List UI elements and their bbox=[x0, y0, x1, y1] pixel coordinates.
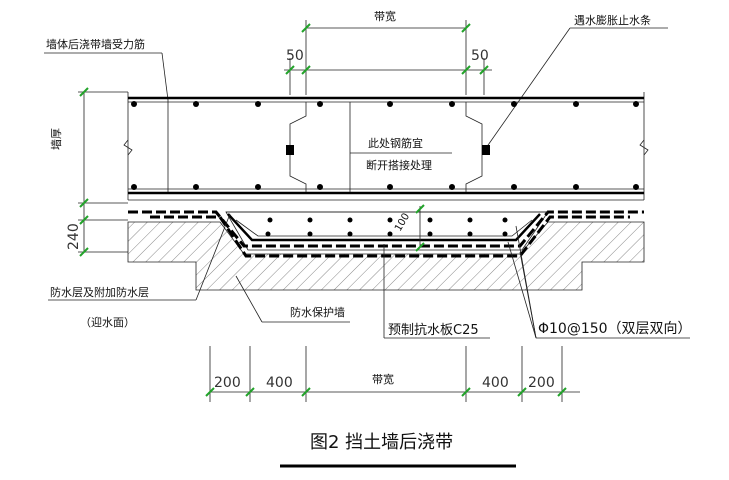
wall-section: 此处钢筋宜 断开搭接处理 bbox=[123, 92, 649, 201]
rebar-note-line2: 断开搭接处理 bbox=[366, 158, 432, 172]
top-dim-50-left: 50 bbox=[286, 48, 304, 64]
top-dimension: 带宽 50 50 bbox=[284, 9, 492, 95]
bottom-dim-200-right: 200 bbox=[528, 375, 555, 391]
protect-wall-label: 防水保护墙 bbox=[290, 305, 345, 319]
leader-waterproof-layer: 防水层及附加防水层 （迎水面） bbox=[48, 213, 231, 329]
leader-precast-plate: 预制抗水板C25 bbox=[383, 244, 490, 339]
waterproof-layer-label: 防水层及附加防水层 bbox=[50, 285, 149, 299]
precast-plate-label: 预制抗水板C25 bbox=[388, 323, 479, 338]
top-band-width-label: 带宽 bbox=[374, 9, 396, 23]
leader-rebar-spec: Φ10@150（双层双向） bbox=[507, 225, 692, 339]
leader-protect-wall: 防水保护墙 bbox=[235, 275, 350, 323]
wall-rebar-label: 墙体后浇带墙受力筋 bbox=[46, 37, 145, 51]
bottom-dim-200-left: 200 bbox=[214, 375, 241, 391]
dim-240: 240 bbox=[66, 223, 82, 250]
rebar-note-line1: 此处钢筋宜 bbox=[368, 136, 423, 150]
water-side-label: （迎水面） bbox=[80, 316, 135, 329]
wall-thickness-label: 墙厚 bbox=[49, 128, 63, 150]
water-stop-label: 遇水膨胀止水条 bbox=[574, 13, 651, 27]
bottom-band-width-label: 带宽 bbox=[372, 372, 394, 386]
leader-water-stop: 遇水膨胀止水条 bbox=[485, 13, 668, 149]
leader-wall-rebar: 墙体后浇带墙受力筋 bbox=[44, 37, 169, 192]
top-dim-50-right: 50 bbox=[471, 48, 489, 64]
figure-title: 图2 挡土墙后浇带 bbox=[280, 432, 516, 468]
bottom-dim-400-left: 400 bbox=[266, 375, 293, 391]
protective-wall bbox=[127, 211, 645, 291]
bottom-dimension: 200 400 带宽 400 200 bbox=[205, 346, 580, 402]
rebar-spec-label: Φ10@150（双层双向） bbox=[538, 321, 692, 337]
title-text: 图2 挡土墙后浇带 bbox=[310, 432, 453, 453]
left-dimension: 墙厚 240 bbox=[49, 87, 128, 257]
bottom-dim-400-right: 400 bbox=[482, 375, 509, 391]
